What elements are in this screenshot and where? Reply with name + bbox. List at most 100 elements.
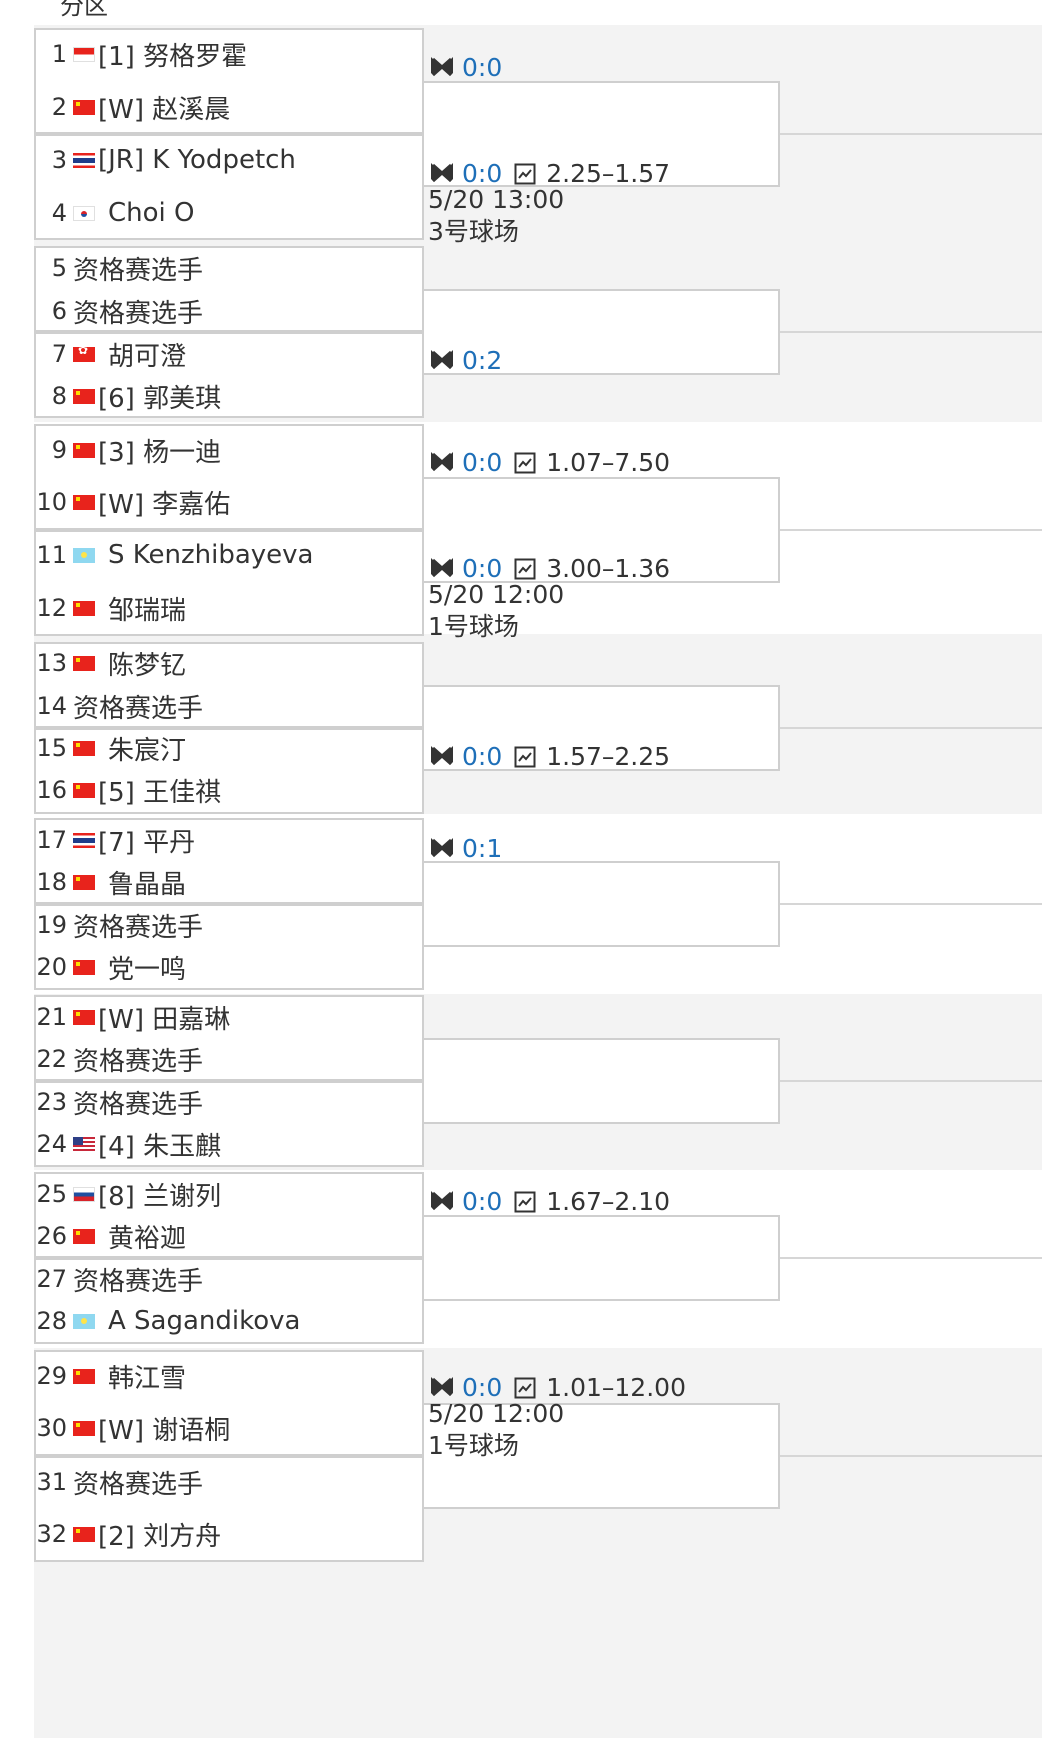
player-name[interactable]: [4] 朱玉麒 [98, 1131, 222, 1162]
player-name[interactable]: [1] 努格罗霍 [98, 41, 248, 72]
player-row[interactable]: 10[W] 李嘉佑 [34, 487, 424, 520]
crossed-rackets-icon[interactable] [428, 555, 456, 581]
trend-chart-icon[interactable] [514, 557, 536, 580]
player-name[interactable]: 陈梦钇 [108, 650, 187, 681]
player-name[interactable]: 胡可澄 [108, 341, 187, 372]
match-odds: 1.57–2.25 [546, 741, 671, 771]
player-name[interactable]: 韩江雪 [108, 1363, 187, 1394]
crossed-rackets-icon[interactable] [428, 347, 456, 373]
player-row[interactable]: 30[W] 谢语桐 [34, 1413, 424, 1446]
crossed-rackets-icon[interactable] [428, 449, 456, 475]
crossed-rackets-icon[interactable] [428, 54, 456, 80]
trend-chart-icon[interactable] [514, 451, 536, 474]
player-name[interactable]: [6] 郭美琪 [98, 383, 222, 414]
flag-icon [73, 388, 95, 404]
match-odds: 1.07–7.50 [546, 447, 671, 477]
crossed-rackets-icon[interactable] [428, 835, 456, 861]
player-name[interactable]: [W] 赵溪晨 [98, 94, 231, 125]
player-name[interactable]: [JR] K Yodpetch [98, 145, 296, 175]
player-row[interactable]: 8[6] 郭美琪 [34, 381, 424, 414]
h2h-score-link[interactable]: 0:0 [462, 741, 503, 771]
player-name[interactable]: A Sagandikova [108, 1306, 301, 1336]
crossed-rackets-icon[interactable] [428, 160, 456, 186]
flag-icon [73, 959, 95, 975]
player-row[interactable]: 2[W] 赵溪晨 [34, 92, 424, 125]
player-name[interactable]: 党一鸣 [108, 954, 187, 985]
player-row[interactable]: 32 [2] 刘方舟 [34, 1519, 424, 1552]
h2h-score-link[interactable]: 0:2 [462, 345, 503, 375]
player-name[interactable]: 资格赛选手 [73, 255, 204, 286]
draw-position: 25 [36, 1180, 67, 1208]
player-row[interactable]: 17[7] 平丹 [34, 825, 424, 858]
player-row[interactable]: 7 胡可澄 [34, 339, 424, 372]
pair-box [34, 1081, 424, 1167]
player-row[interactable]: 24[4] 朱玉麒 [34, 1129, 424, 1162]
trend-chart-icon[interactable] [514, 162, 536, 185]
player-name[interactable]: 朱宸汀 [108, 735, 187, 766]
player-row[interactable]: 16[5] 王佳祺 [34, 775, 424, 808]
h2h-score-link[interactable]: 0:0 [462, 553, 503, 583]
player-name[interactable]: 资格赛选手 [73, 912, 204, 943]
crossed-rackets-icon[interactable] [428, 743, 456, 769]
player-name[interactable]: 资格赛选手 [73, 298, 204, 329]
player-name[interactable]: 资格赛选手 [73, 1046, 204, 1077]
player-name[interactable]: 邹瑞瑞 [108, 595, 187, 626]
player-name[interactable]: Choi O [108, 198, 195, 228]
trend-chart-icon[interactable] [514, 745, 536, 768]
player-name[interactable]: [2] 刘方舟 [98, 1521, 222, 1552]
player-name[interactable]: 黄裕迦 [108, 1223, 187, 1254]
h2h-score-link[interactable]: 0:0 [462, 1186, 503, 1216]
player-name[interactable]: [W] 谢语桐 [98, 1415, 231, 1446]
player-name[interactable]: [8] 兰谢列 [98, 1181, 222, 1212]
draw-position: 7 [51, 340, 67, 368]
trend-chart-icon[interactable] [514, 1376, 536, 1399]
pair-box [34, 424, 424, 530]
player-row[interactable]: 1[1] 努格罗霍 [34, 39, 424, 72]
crossed-rackets-icon[interactable] [428, 1374, 456, 1400]
player-row[interactable]: 3[JR] K Yodpetch [34, 145, 424, 175]
crossed-rackets-icon[interactable] [428, 1188, 456, 1214]
player-row[interactable]: 9[3] 杨一迪 [34, 435, 424, 468]
player-name[interactable]: 资格赛选手 [73, 1266, 204, 1297]
player-name[interactable]: [W] 李嘉佑 [98, 489, 231, 520]
player-name[interactable]: 资格赛选手 [73, 1469, 204, 1500]
player-name[interactable]: [5] 王佳祺 [98, 777, 222, 808]
player-name[interactable]: 鲁晶晶 [108, 869, 187, 900]
h2h-score-link[interactable]: 0:0 [462, 447, 503, 477]
player-name[interactable]: S Kenzhibayeva [108, 540, 314, 570]
player-row[interactable]: 21[W] 田嘉琳 [34, 1002, 424, 1035]
h2h-score-link[interactable]: 0:0 [462, 1372, 503, 1402]
h2h-score-link[interactable]: 0:0 [462, 52, 503, 82]
draw-position: 32 [36, 1520, 67, 1548]
trend-chart-icon[interactable] [514, 1190, 536, 1213]
player-name[interactable]: 资格赛选手 [73, 1089, 204, 1120]
match-court: 1号球场 [428, 1431, 519, 1460]
player-name[interactable]: 资格赛选手 [73, 693, 204, 724]
player-row[interactable]: 25 [8] 兰谢列 [34, 1179, 424, 1212]
player-name[interactable]: [W] 田嘉琳 [98, 1004, 231, 1035]
pair-box [34, 642, 424, 728]
player-name[interactable]: [7] 平丹 [98, 827, 196, 858]
player-name[interactable]: [3] 杨一迪 [98, 437, 222, 468]
h2h-score-link[interactable]: 0:1 [462, 833, 503, 863]
h2h-score-link[interactable]: 0:0 [462, 158, 503, 188]
bracket-connector [780, 1455, 1042, 1457]
